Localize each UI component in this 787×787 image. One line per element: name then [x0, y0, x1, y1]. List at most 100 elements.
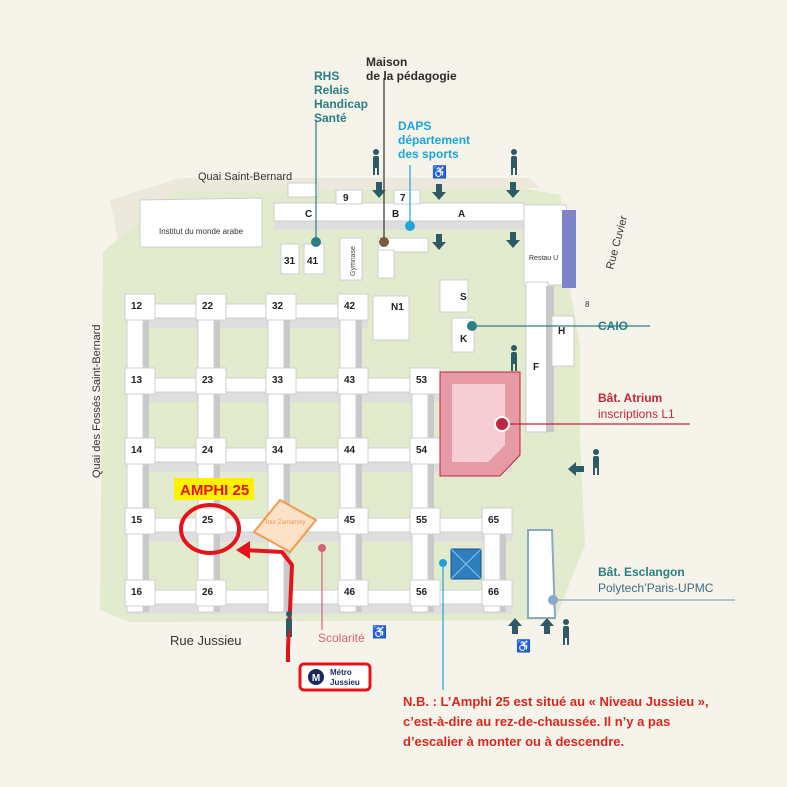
atrium-title: Bât. Atrium [598, 391, 662, 405]
tower-23 [195, 367, 227, 395]
tower-label-13: 13 [131, 375, 143, 386]
tower-label-46: 46 [344, 587, 356, 598]
daps-callout: DAPS département des sports [398, 119, 470, 161]
caio-dot [467, 321, 477, 331]
tower-label-43: 43 [344, 375, 356, 386]
tower-label-45: 45 [344, 515, 356, 526]
block-esclangon [527, 529, 557, 619]
restau-label: Restau U [529, 255, 558, 262]
label-k: K [460, 334, 468, 345]
tower-label-23: 23 [202, 375, 214, 386]
street-north: Quai Saint-Bernard [198, 171, 292, 183]
route-arrowhead [236, 541, 250, 559]
metro-line1: Métro [330, 668, 352, 677]
rhs-line4: Santé [314, 111, 347, 125]
pedestrian-icon [373, 149, 379, 175]
tower-label-44: 44 [344, 445, 356, 456]
daps-dot [405, 221, 415, 231]
tower-55 [409, 507, 441, 535]
label-s: S [460, 292, 467, 303]
route-path [243, 548, 294, 662]
entry-arrows [372, 182, 584, 634]
block-56-court-lines [450, 548, 482, 580]
label-9: 9 [343, 193, 349, 204]
esclangon-sub: Polytech’Paris-UPMC [598, 581, 714, 595]
atrium-inner [452, 384, 505, 462]
block-maison [377, 237, 429, 253]
atrium-dot [494, 416, 510, 432]
note-line2: c’est-à-dire au rez-de-chaussée. Il n’y … [403, 714, 670, 729]
arrow-left-icon [568, 462, 584, 476]
pedestrian-icon [563, 619, 569, 645]
tower-24 [195, 437, 227, 465]
maison-dot [379, 237, 389, 247]
scolarite-label: Scolarité [318, 631, 365, 645]
institut-block [139, 197, 263, 248]
institut-label: Institut du monde arabe [159, 227, 244, 236]
gymnase-label: Gymnase [350, 246, 357, 276]
tower-label-66: 66 [488, 587, 500, 598]
tower-label-22: 22 [202, 301, 214, 312]
block-s [439, 279, 469, 313]
tower-label-25: 25 [202, 515, 214, 526]
amphi-circle [179, 503, 241, 555]
metro-symbol: M [312, 673, 320, 684]
tower-26 [195, 579, 227, 607]
tower-label-56: 56 [416, 587, 428, 598]
street-south: Rue Jussieu [170, 633, 242, 648]
label-c: C [305, 209, 312, 220]
metro-line2: Jussieu [330, 678, 360, 687]
note-line3: d’escalier à monter ou à descendre. [403, 734, 624, 749]
tower-65 [481, 507, 513, 535]
corridor-horizontal [127, 318, 368, 328]
esclangon-title: Bât. Esclangon [598, 565, 685, 579]
tower-label-53: 53 [416, 375, 428, 386]
label-8: 8 [585, 300, 590, 309]
tower-15 [124, 507, 156, 535]
label-f: F [533, 362, 539, 373]
block-31 [280, 243, 300, 275]
metro-icon [308, 669, 324, 685]
block-7 [393, 189, 421, 205]
arrow-up-icon [508, 618, 522, 634]
arrow-down-icon [506, 182, 520, 198]
tower-label-32: 32 [272, 301, 284, 312]
daps-line2: département [398, 133, 470, 147]
wheelchair-icon: ♿ [516, 639, 531, 653]
block-north-small [287, 182, 319, 198]
street-west: Quai des Fossés Saint-Bernard [91, 325, 103, 478]
tower-label-65: 65 [488, 515, 500, 526]
amphi-label: AMPHI 25 [180, 482, 249, 499]
esclangon-dot [548, 595, 558, 605]
tower-42 [337, 293, 369, 321]
block-f [525, 281, 549, 433]
pedestrian-icon [593, 449, 599, 475]
tower-43 [337, 367, 369, 395]
corridor-horizontal-top [126, 589, 513, 605]
pedestrian-icons [286, 149, 599, 645]
arrow-down-icon [506, 232, 520, 248]
scolarite-dot [318, 544, 326, 552]
maison-callout: Maison de la pédagogie [366, 55, 457, 83]
arrow-down-icon [432, 234, 446, 250]
corridor-vertical-side [498, 510, 506, 612]
corridor-horizontal [127, 462, 512, 472]
north-wing-front [274, 220, 534, 230]
corridor-horizontal [127, 604, 512, 614]
tower-label-16: 16 [131, 587, 143, 598]
tower-25 [195, 507, 227, 535]
arrow-down-icon [432, 184, 446, 200]
daps-line3: des sports [398, 147, 459, 161]
tower-label-24: 24 [202, 445, 214, 456]
corridor-vertical [411, 369, 429, 613]
north-wing: 9 7 C B A [273, 182, 534, 230]
corridor-vertical-side [426, 370, 434, 612]
arrow-up-icon [540, 618, 554, 634]
block-h [551, 315, 575, 367]
note-dot [439, 559, 447, 567]
label-31: 31 [284, 256, 296, 267]
rhs-line3: Handicap [314, 97, 368, 111]
note: N.B. : L’Amphi 25 est situé au « Niveau … [403, 694, 709, 749]
tower-53 [409, 367, 441, 395]
